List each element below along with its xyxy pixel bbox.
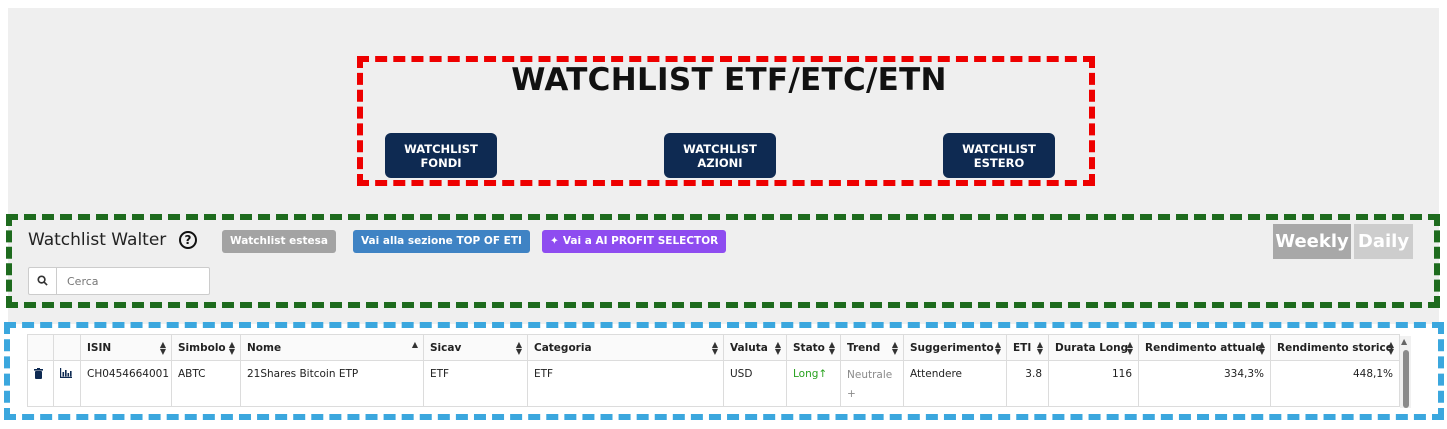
sort-icon: ▲▼ xyxy=(228,340,235,356)
sort-asc-icon: ▲ xyxy=(411,340,418,349)
table-header-row: ISIN▲▼ Simbolo▲▼ Nome▲ Sicav▲▼ Categoria… xyxy=(27,334,1400,361)
sort-icon: ▲▼ xyxy=(1258,340,1265,356)
search-input[interactable] xyxy=(59,268,207,294)
column-header-rendimento-attuale[interactable]: Rendimento attuale▲▼ xyxy=(1138,334,1271,361)
column-header-nome[interactable]: Nome▲ xyxy=(240,334,424,361)
sort-icon: ▲▼ xyxy=(515,340,522,356)
column-header-simbolo[interactable]: Simbolo▲▼ xyxy=(171,334,241,361)
cell-suggerimento: Attendere xyxy=(903,360,1007,407)
watchlist-fondi-button[interactable]: WATCHLIST FONDI xyxy=(385,133,497,178)
nav-button-line2: AZIONI xyxy=(697,156,743,170)
header-chart-col xyxy=(53,334,81,361)
weekly-toggle[interactable]: Weekly xyxy=(1273,224,1351,259)
cell-rendimento-attuale: 334,3% xyxy=(1138,360,1271,407)
green-dashed-highlight xyxy=(6,214,1440,308)
watchlist-table: ISIN▲▼ Simbolo▲▼ Nome▲ Sicav▲▼ Categoria… xyxy=(27,334,1412,408)
daily-toggle[interactable]: Daily xyxy=(1354,224,1413,259)
red-dashed-highlight xyxy=(357,56,1095,186)
table-row: CH0454664001 ABTC 21Shares Bitcoin ETP E… xyxy=(27,360,1400,407)
trend-suffix: + xyxy=(847,388,856,400)
sort-icon: ▲▼ xyxy=(1036,340,1043,356)
sort-icon: ▲▼ xyxy=(828,340,835,356)
arrow-up-icon: ↑ xyxy=(818,368,828,380)
watchlist-title: Watchlist Walter xyxy=(28,230,167,250)
cell-valuta: USD xyxy=(723,360,787,407)
search-icon[interactable] xyxy=(29,268,57,294)
scrollbar-thumb[interactable] xyxy=(1403,350,1409,408)
watchlist-extended-button[interactable]: Watchlist estesa xyxy=(222,230,336,253)
blue-dashed-highlight xyxy=(4,322,1444,420)
sparkle-icon: ✦ xyxy=(550,235,559,247)
scroll-up-icon[interactable]: ▲ xyxy=(1401,337,1408,346)
bar-chart-icon[interactable] xyxy=(60,368,72,381)
help-icon[interactable]: ? xyxy=(179,231,197,249)
column-header-sicav[interactable]: Sicav▲▼ xyxy=(423,334,528,361)
stato-value: Long xyxy=(793,368,819,380)
cell-stato: Long↑ xyxy=(786,360,841,407)
cell-trend: Neutrale + xyxy=(840,360,904,407)
cell-sicav: ETF xyxy=(423,360,528,407)
page-title: WATCHLIST ETF/ETC/ETN xyxy=(511,62,947,98)
ai-profit-selector-button[interactable]: ✦Vai a AI PROFIT SELECTOR xyxy=(542,230,727,253)
column-header-durata-long[interactable]: Durata Long▲▼ xyxy=(1048,334,1139,361)
sort-icon: ▲▼ xyxy=(891,340,898,356)
nav-button-line1: WATCHLIST xyxy=(683,142,757,156)
cell-isin: CH0454664001 xyxy=(80,360,172,407)
nav-button-line2: ESTERO xyxy=(973,156,1025,170)
cell-simbolo: ABTC xyxy=(171,360,241,407)
header-action-col xyxy=(27,334,54,361)
sort-icon: ▲▼ xyxy=(711,340,718,356)
cell-categoria: ETF xyxy=(527,360,724,407)
column-header-trend[interactable]: Trend▲▼ xyxy=(840,334,904,361)
column-header-categoria[interactable]: Categoria▲▼ xyxy=(527,334,724,361)
column-header-isin[interactable]: ISIN▲▼ xyxy=(80,334,172,361)
watchlist-estero-button[interactable]: WATCHLIST ESTERO xyxy=(943,133,1055,178)
sort-icon: ▲▼ xyxy=(774,340,781,356)
cell-durata-long: 116 xyxy=(1048,360,1139,407)
sort-icon: ▲▼ xyxy=(159,340,166,356)
nav-button-line1: WATCHLIST xyxy=(962,142,1036,156)
trash-icon[interactable] xyxy=(34,368,43,382)
column-header-eti[interactable]: ETI▲▼ xyxy=(1006,334,1049,361)
trend-value: Neutrale xyxy=(847,369,893,381)
column-header-valuta[interactable]: Valuta▲▼ xyxy=(723,334,787,361)
chart-cell xyxy=(53,360,81,407)
top-eti-button[interactable]: Vai alla sezione TOP OF ETI xyxy=(353,230,530,253)
nav-button-line1: WATCHLIST xyxy=(404,142,478,156)
delete-cell xyxy=(27,360,54,407)
sort-icon: ▲▼ xyxy=(1387,340,1394,356)
ai-profit-selector-label: Vai a AI PROFIT SELECTOR xyxy=(562,235,719,247)
column-header-stato[interactable]: Stato▲▼ xyxy=(786,334,841,361)
watchlist-azioni-button[interactable]: WATCHLIST AZIONI xyxy=(664,133,776,178)
column-header-rendimento-storico[interactable]: Rendimento storico▲▼ xyxy=(1270,334,1400,361)
sort-icon: ▲▼ xyxy=(1126,340,1133,356)
search-box xyxy=(28,267,210,295)
cell-eti: 3.8 xyxy=(1006,360,1049,407)
sort-icon: ▲▼ xyxy=(994,340,1001,356)
cell-rendimento-storico: 448,1% xyxy=(1270,360,1400,407)
column-header-suggerimento[interactable]: Suggerimento▲▼ xyxy=(903,334,1007,361)
nav-button-line2: FONDI xyxy=(420,156,462,170)
cell-nome: 21Shares Bitcoin ETP xyxy=(240,360,424,407)
